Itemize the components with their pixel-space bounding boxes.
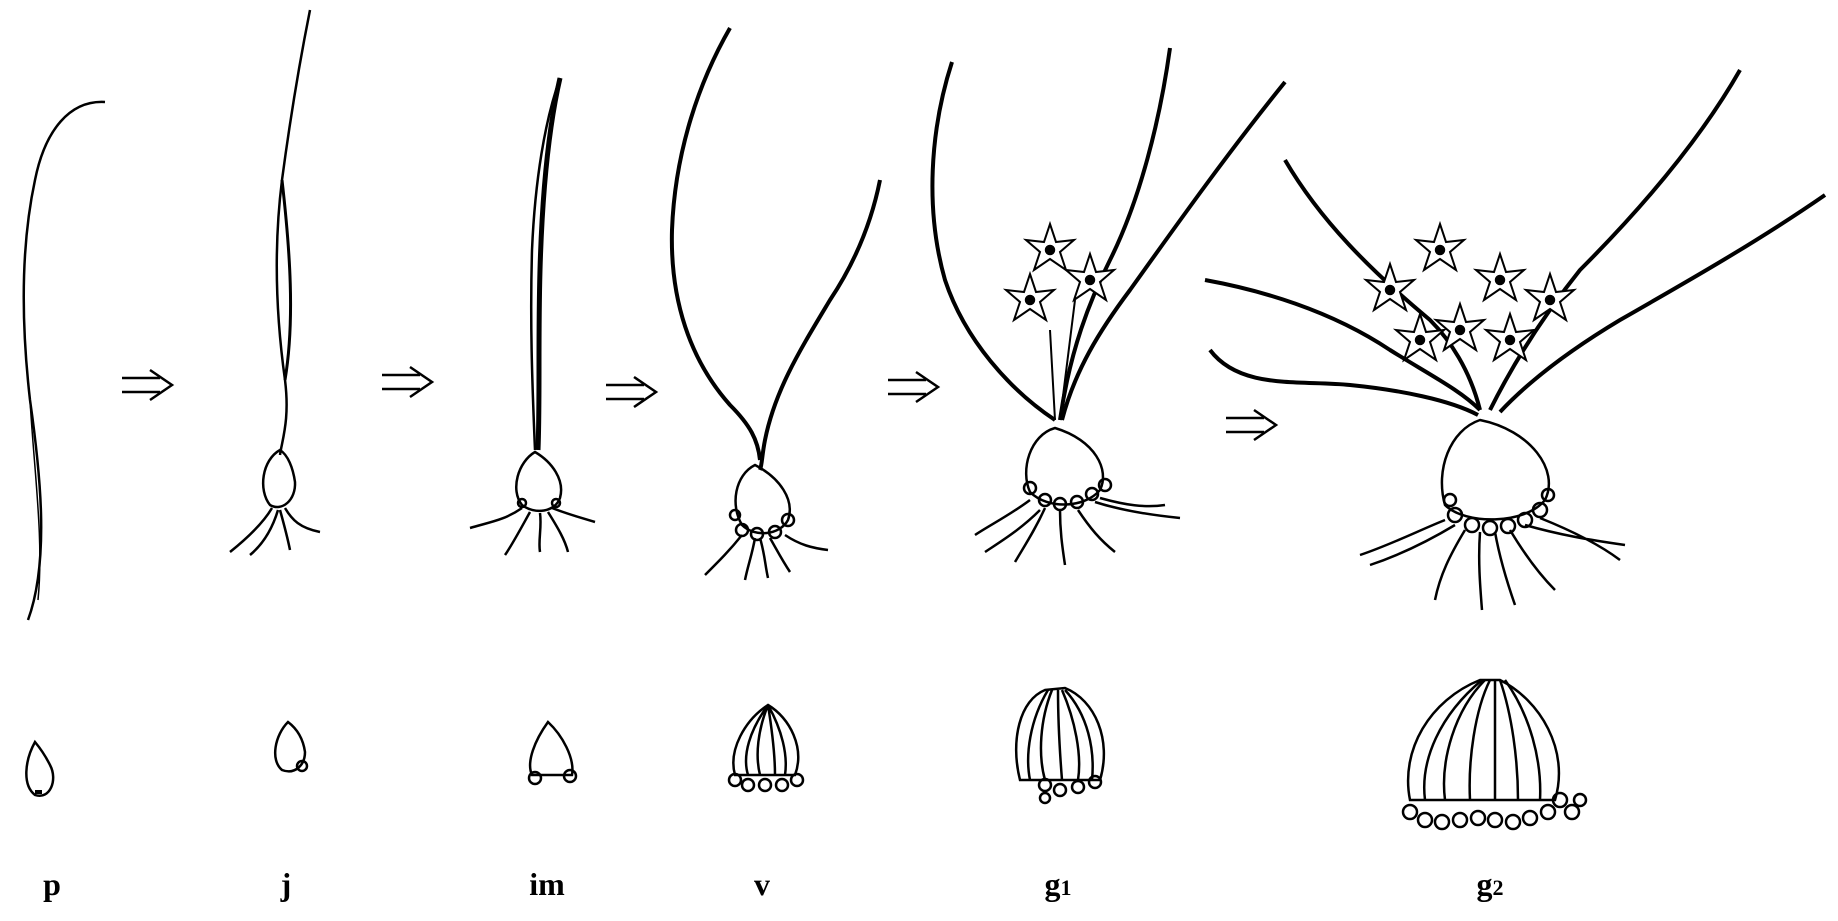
stage-label-im: im <box>529 868 565 900</box>
stage-g2-drawing <box>1205 70 1825 610</box>
stage-im-drawing <box>470 78 595 555</box>
stage-label-v: v <box>754 868 770 900</box>
stage-g1-bulb <box>1016 688 1104 803</box>
stage-p-drawing <box>24 102 105 796</box>
stage-v-bulb <box>729 705 803 791</box>
stage-g2-bulb <box>1403 680 1586 829</box>
stage-g1-drawing <box>932 48 1285 565</box>
arrow-icon <box>1226 410 1276 440</box>
stage-label-j: j <box>281 868 292 900</box>
stage-v-drawing <box>672 28 880 580</box>
arrow-icon <box>606 377 656 407</box>
stage-label-g2: g2 <box>1477 868 1504 900</box>
stage-j-drawing <box>230 10 320 555</box>
stage-im-bulb <box>529 722 576 784</box>
arrow-icon <box>382 367 432 397</box>
stage-label-p: p <box>43 868 61 900</box>
arrow-icon <box>888 372 938 402</box>
stage-j-bulb <box>275 722 307 771</box>
stage-j-leaf <box>282 180 291 380</box>
arrow-icon <box>122 370 172 400</box>
stage-label-g1: g1 <box>1045 868 1072 900</box>
